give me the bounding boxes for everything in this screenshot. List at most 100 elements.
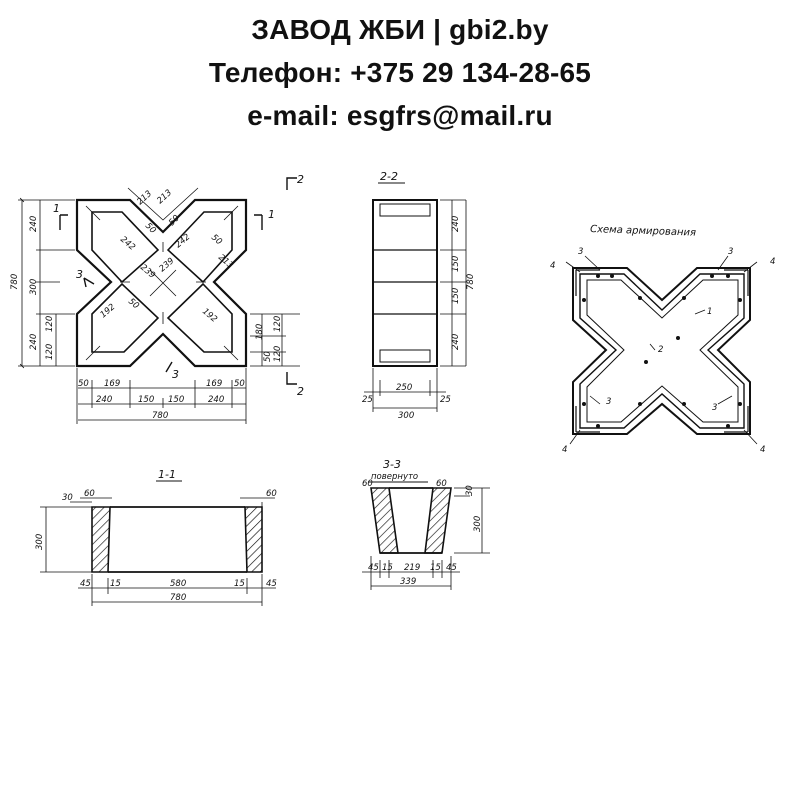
plan-dim-213r: 213 bbox=[216, 253, 235, 271]
sec33-dim-60a: 60 bbox=[362, 479, 373, 489]
sec33-dim-45a: 45 bbox=[368, 563, 379, 573]
section-2-2-dimension-lines bbox=[364, 199, 467, 412]
plan-dim-b50a: 50 bbox=[78, 379, 89, 389]
section-1-1-title: 1-1 bbox=[158, 468, 176, 481]
sec11-dim-45a: 45 bbox=[80, 579, 91, 589]
plan-inner-top-left bbox=[91, 211, 160, 284]
reinf-label-4c: 4 bbox=[562, 445, 567, 455]
section-3-3-subtitle: повернуто bbox=[371, 472, 418, 482]
plan-bevel-lines bbox=[85, 205, 239, 361]
plan-inner-bottom-right bbox=[166, 282, 233, 353]
plan-dim-left-120b: 120 bbox=[45, 344, 55, 360]
sec33-dim-15a: 15 bbox=[382, 563, 393, 573]
plan-dim-b240a: 240 bbox=[96, 395, 112, 405]
plan-dim-b240b: 240 bbox=[208, 395, 224, 405]
plan-mark-1-left: 1 bbox=[53, 202, 60, 215]
sec11-dim-45b: 45 bbox=[266, 579, 277, 589]
reinforcement-view bbox=[565, 255, 758, 445]
plan-dim-239b: 239 bbox=[158, 256, 177, 274]
section-2-2-title: 2-2 bbox=[380, 170, 398, 183]
plan-dim-right-180: 180 bbox=[255, 324, 265, 340]
reinf-label-3d: 3 bbox=[712, 403, 717, 413]
plan-inner-top-right bbox=[166, 211, 233, 284]
plan-mark-2-bottom: 2 bbox=[297, 385, 304, 398]
plan-view bbox=[75, 198, 248, 368]
plan-section-markers bbox=[59, 177, 297, 385]
reinf-label-1: 1 bbox=[707, 307, 712, 317]
sec11-dim-15a: 15 bbox=[110, 579, 121, 589]
sec22-dim-150b: 150 bbox=[451, 288, 461, 304]
reinf-outer-outline bbox=[572, 267, 751, 435]
plan-dim-left-240b: 240 bbox=[29, 334, 39, 350]
plan-dim-b150a: 150 bbox=[138, 395, 154, 405]
sec11-dim-60b: 60 bbox=[266, 489, 277, 499]
plan-mark-1-right: 1 bbox=[268, 208, 275, 221]
sec11-dim-15b: 15 bbox=[234, 579, 245, 589]
sec33-dim-60b: 60 bbox=[436, 479, 447, 489]
reinf-cage-inner bbox=[586, 279, 739, 423]
reinf-corner-frames bbox=[575, 269, 749, 433]
sec11-dim-580: 580 bbox=[170, 579, 186, 589]
reinf-label-4b: 4 bbox=[770, 257, 775, 267]
plan-dim-top-213b: 213 bbox=[155, 188, 174, 206]
section-3-3-title: 3-3 bbox=[383, 458, 401, 471]
plan-center-cross bbox=[149, 269, 177, 297]
reinf-label-4a: 4 bbox=[550, 261, 555, 271]
plan-dim-192b: 192 bbox=[200, 307, 219, 325]
reinf-label-2: 2 bbox=[658, 345, 663, 355]
sec22-dim-240b: 240 bbox=[451, 334, 461, 350]
plan-dim-left-120a: 120 bbox=[45, 316, 55, 332]
plan-dim-right-120b: 120 bbox=[273, 346, 283, 362]
page-header: ЗАВОД ЖБИ | gbi2.by Телефон: +375 29 134… bbox=[0, 8, 800, 137]
plan-dim-242b: 242 bbox=[174, 232, 193, 250]
plan-dim-50d: 50 bbox=[209, 233, 224, 248]
reinforcement-title: Схема армирования bbox=[590, 224, 696, 239]
sec11-dim-30: 30 bbox=[62, 493, 73, 503]
reinf-label-3a: 3 bbox=[578, 247, 583, 257]
sec22-dim-300: 300 bbox=[398, 411, 414, 421]
section-3-3-view bbox=[370, 487, 452, 554]
sec22-dim-25b: 25 bbox=[440, 395, 451, 405]
plan-mark-3-left: 3 bbox=[76, 268, 83, 281]
reinf-rebar-dots bbox=[582, 274, 742, 428]
plan-dimension-lines bbox=[18, 187, 300, 424]
reinf-label-3c: 3 bbox=[606, 397, 611, 407]
plan-mark-2-top: 2 bbox=[297, 173, 304, 186]
plan-dim-top-213a: 213 bbox=[135, 189, 154, 207]
sec22-dim-250: 250 bbox=[396, 383, 412, 393]
section-1-1-view bbox=[91, 506, 263, 573]
sec11-dim-300: 300 bbox=[35, 534, 45, 550]
plan-dim-b50b: 50 bbox=[234, 379, 245, 389]
reinf-leader-lines bbox=[565, 255, 758, 445]
header-phone: Телефон: +375 29 134-28-65 bbox=[208, 57, 592, 88]
plan-dim-left-240a: 240 bbox=[29, 216, 39, 232]
plan-dim-b169b: 169 bbox=[206, 379, 222, 389]
sec22-dim-25a: 25 bbox=[362, 395, 373, 405]
reinf-label-4d: 4 bbox=[760, 445, 765, 455]
reinf-label-3b: 3 bbox=[728, 247, 733, 257]
reinf-cage-outer bbox=[579, 273, 745, 429]
header-factory: ЗАВОД ЖБИ | gbi2.by bbox=[251, 14, 549, 45]
sec22-dim-780: 780 bbox=[466, 274, 476, 290]
plan-dim-right-50: 50 bbox=[263, 351, 273, 362]
sec33-dim-219: 219 bbox=[404, 563, 420, 573]
header-email: e-mail: esgfrs@mail.ru bbox=[247, 100, 553, 131]
section-2-2-view bbox=[372, 199, 438, 367]
section-1-1-dimension-lines bbox=[40, 497, 276, 606]
section-3-3-dimension-lines bbox=[362, 487, 490, 590]
sec33-dim-45b: 45 bbox=[446, 563, 457, 573]
sec33-dim-300: 300 bbox=[473, 516, 483, 532]
plan-dim-left-780: 780 bbox=[10, 274, 20, 290]
plan-outer-outline bbox=[75, 198, 248, 368]
sec33-dim-30: 30 bbox=[465, 485, 475, 496]
sec11-dim-60a: 60 bbox=[84, 489, 95, 499]
plan-dim-b169a: 169 bbox=[104, 379, 120, 389]
sec33-dim-339: 339 bbox=[400, 577, 416, 587]
plan-dim-b150b: 150 bbox=[168, 395, 184, 405]
plan-dim-b780: 780 bbox=[152, 411, 168, 421]
sec22-dim-150a: 150 bbox=[451, 256, 461, 272]
plan-dim-left-300: 300 bbox=[29, 279, 39, 295]
plan-dim-right-120a: 120 bbox=[273, 316, 283, 332]
plan-inner-bottom-left bbox=[91, 282, 160, 353]
